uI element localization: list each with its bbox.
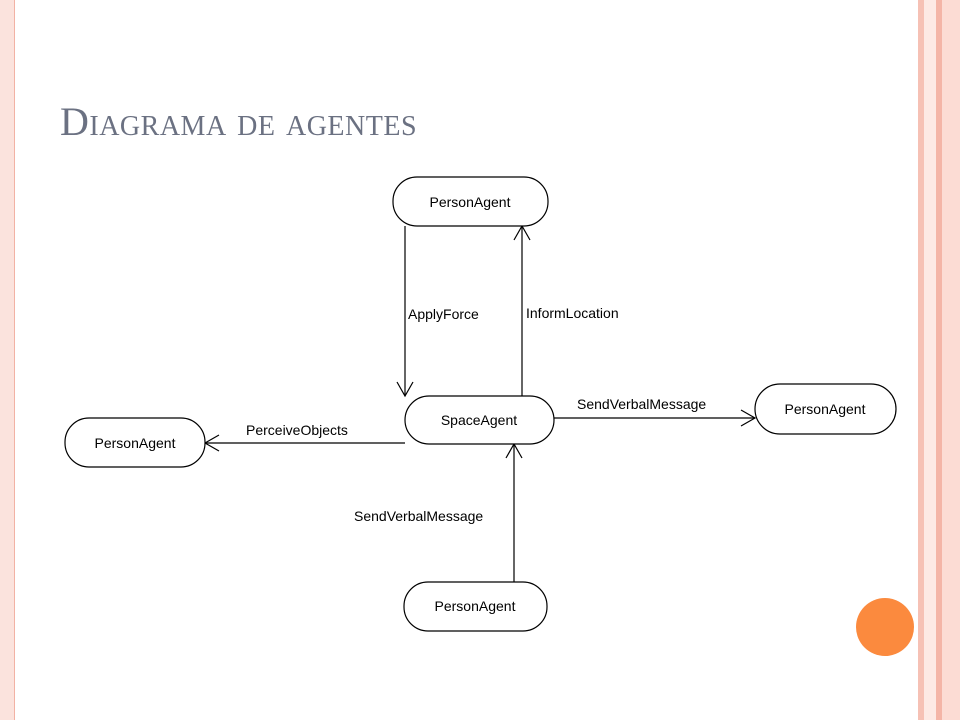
node-space-agent (404, 395, 555, 445)
arrowhead-apply-force (396, 381, 414, 398)
node-label-space: SpaceAgent (441, 412, 517, 428)
node-person-agent-top (392, 176, 549, 227)
slide-title: Diagrama de agentes (60, 99, 418, 144)
node-person-agent-left (64, 417, 206, 468)
node-label-right: PersonAgent (785, 401, 866, 417)
node-person-agent-right (754, 383, 897, 435)
right-border-decoration (918, 0, 960, 720)
edge-label-apply-force: ApplyForce (408, 306, 479, 322)
node-person-agent-bottom (403, 581, 548, 632)
node-label-bottom: PersonAgent (435, 598, 516, 614)
arrowhead-send-verbal-right (740, 409, 757, 427)
edge-label-inform-location: InformLocation (526, 305, 619, 321)
left-border-decoration (0, 0, 15, 720)
node-label-top: PersonAgent (430, 194, 511, 210)
edge-label-send-verbal-right: SendVerbalMessage (577, 396, 706, 412)
accent-circle-decoration (856, 598, 914, 656)
node-label-left: PersonAgent (95, 435, 176, 451)
edge-label-perceive-objects: PerceiveObjects (246, 422, 348, 438)
edge-label-send-verbal-bottom: SendVerbalMessage (354, 508, 483, 524)
